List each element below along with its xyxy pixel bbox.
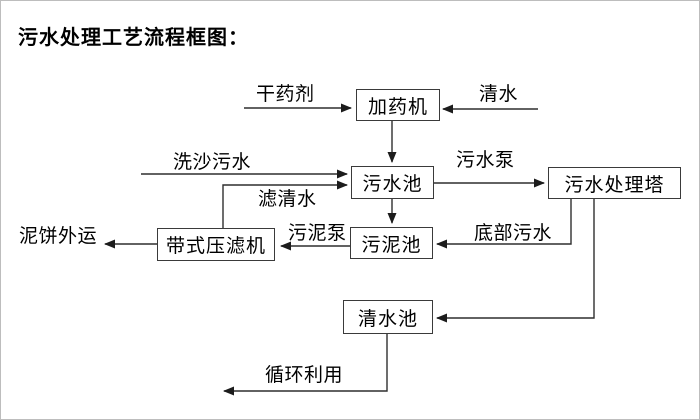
arrow-filtered-water-to-sewage-pool — [222, 180, 348, 228]
flow-label-sewage-pump: 污水泵 — [456, 150, 515, 171]
node-dosing-machine: 加药机 — [356, 89, 440, 121]
node-label: 清水池 — [357, 308, 418, 330]
flow-label-filtered-water: 滤清水 — [258, 189, 317, 210]
flow-label-bottom-sewage: 底部污水 — [474, 223, 553, 244]
node-label: 加药机 — [367, 96, 428, 118]
flow-label-sludge-pump: 污泥泵 — [288, 223, 347, 244]
node-sludge-pool: 污泥池 — [350, 227, 433, 259]
node-label: 污水池 — [362, 174, 423, 195]
flow-label-recycle-use: 循环利用 — [265, 365, 344, 386]
node-treatment-tower: 污水处理塔 — [548, 167, 681, 199]
page-title: 污水处理工艺流程框图： — [18, 27, 249, 49]
flow-label-dry-chemical: 干药剂 — [256, 84, 315, 105]
node-belt-filter-press: 带式压滤机 — [157, 228, 275, 261]
node-label: 污泥池 — [361, 234, 422, 256]
node-label: 带式压滤机 — [165, 236, 266, 257]
arrow-tower-to-clear-pool — [436, 199, 595, 323]
node-label: 污水处理塔 — [564, 174, 665, 196]
flow-label-mud-cake-out: 泥饼外运 — [19, 226, 98, 247]
arrow-recycle-use — [223, 334, 388, 396]
arrow-bottom-sewage-to-sludge-pool — [436, 199, 572, 249]
flow-label-sand-wash-sewage: 洗沙污水 — [173, 152, 252, 173]
flow-label-clear-water-in: 清水 — [479, 84, 519, 105]
node-clear-water-pool: 清水池 — [343, 300, 433, 334]
node-sewage-pool: 污水池 — [351, 166, 434, 199]
